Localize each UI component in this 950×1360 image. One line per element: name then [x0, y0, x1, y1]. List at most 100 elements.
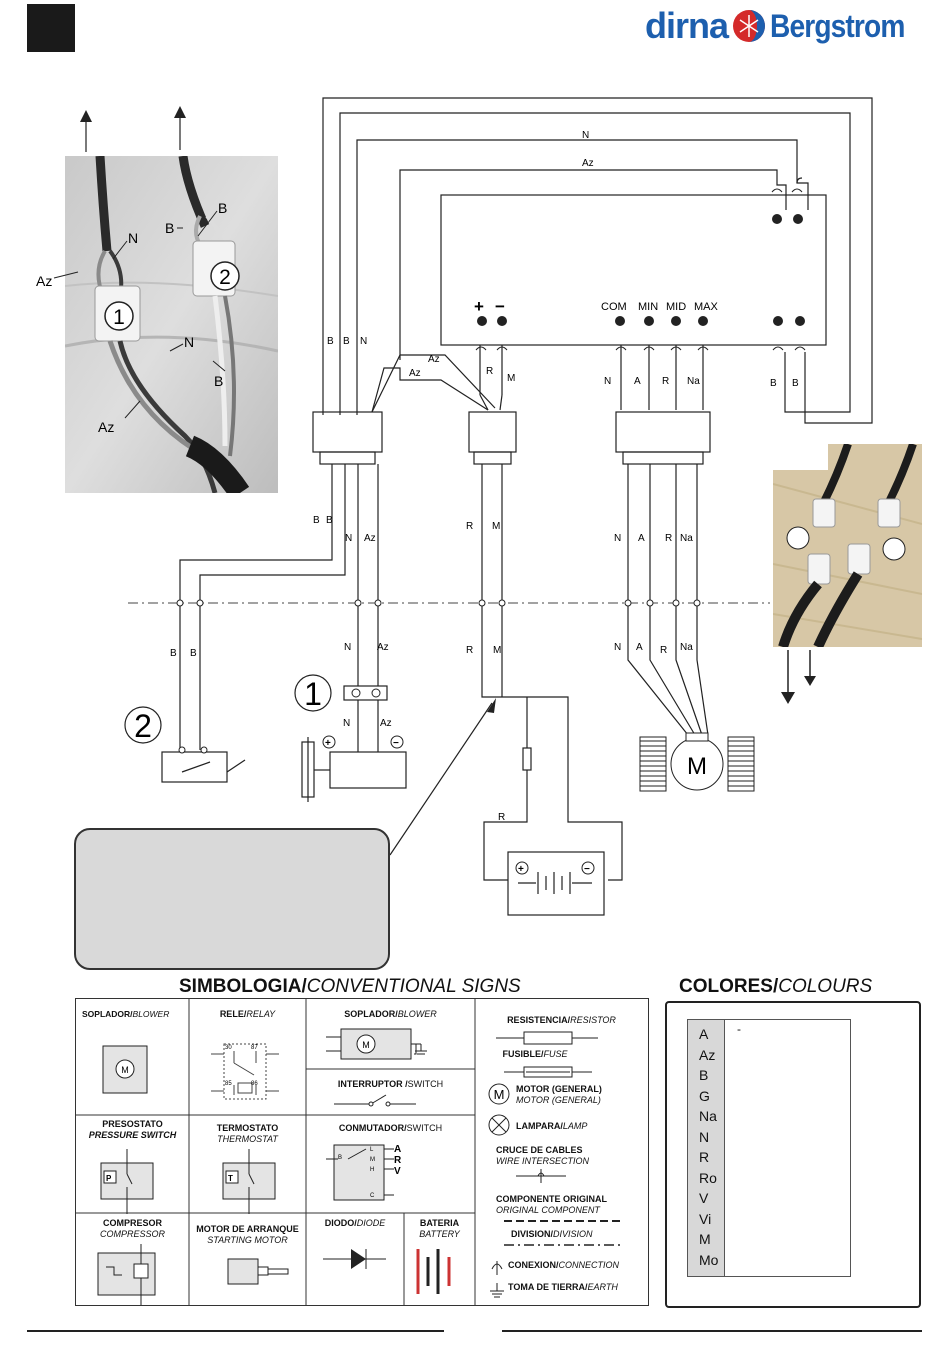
- wire-label-m1: M: [507, 373, 515, 384]
- svg-text:−: −: [393, 738, 399, 749]
- wire-label-b4: B: [792, 378, 799, 389]
- wire-label-az1: Az: [428, 354, 440, 365]
- svg-text:−: −: [584, 864, 590, 875]
- colour-code: Az: [699, 1046, 716, 1063]
- colour-code: N: [699, 1128, 710, 1145]
- corner-block: [27, 4, 75, 52]
- wire-label-n3: N: [345, 533, 352, 544]
- svg-text:C: C: [370, 1193, 375, 1199]
- photo-label-n: N: [128, 230, 138, 246]
- svg-text:R: R: [394, 1155, 402, 1166]
- label-connection: CONEXION/CONNECTION: [508, 1260, 620, 1270]
- wire-label-b7: B: [170, 648, 177, 659]
- pin-mid: MID: [666, 301, 686, 313]
- photo-number-1: 1: [113, 306, 125, 329]
- connector-photo-right: [773, 444, 922, 647]
- symbology-title: SIMBOLOGIA/CONVENTIONAL SIGNS: [179, 976, 521, 997]
- wire-label-b5: B: [313, 515, 320, 526]
- photo-label-az-lower: Az: [98, 419, 114, 435]
- svg-text:M: M: [121, 1065, 129, 1075]
- wire-label-az2: Az: [409, 368, 421, 379]
- colours-table: A Az B G Na N R Ro V Vi M Mo -: [687, 1019, 851, 1277]
- colour-codes-column: A Az B G Na N R Ro V Vi M Mo: [688, 1020, 725, 1276]
- svg-text:V: V: [394, 1166, 401, 1177]
- label-blower-2: SOPLADOR/BLOWER: [344, 1009, 437, 1019]
- colour-code: Na: [699, 1108, 717, 1124]
- wire-label-a3: A: [636, 642, 643, 653]
- svg-text:85: 85: [225, 1081, 232, 1087]
- photo-label-b-top-left: B: [165, 220, 174, 236]
- wire-label-r7: R: [498, 812, 505, 823]
- svg-text:+: +: [325, 738, 331, 749]
- snowflake-sun-icon: [733, 10, 766, 42]
- note-box: [74, 828, 390, 970]
- brand-bergstrom: Bergstrom: [770, 7, 905, 44]
- wire-label-n4: N: [614, 533, 621, 544]
- colour-code: A: [699, 1026, 709, 1042]
- svg-text:B: B: [338, 1155, 342, 1161]
- svg-text:87: 87: [251, 1045, 258, 1051]
- photo-label-b-top-right: B: [218, 200, 227, 216]
- wiring-diagram: + − COM MIN MID MAX N Az B B N Az Az R M…: [80, 97, 873, 916]
- svg-text:+: +: [518, 864, 524, 875]
- svg-text:P: P: [106, 1174, 112, 1183]
- wire-label-r5: R: [466, 645, 473, 656]
- label-commutator: CONMUTADOR/SWITCH: [338, 1123, 443, 1133]
- component-number-2: 2: [134, 708, 152, 744]
- label-diode: DIODO/DIODE: [324, 1218, 386, 1228]
- wire-label-n-top: N: [582, 130, 589, 141]
- pin-minus: −: [495, 297, 505, 316]
- wire-label-r1: R: [486, 366, 493, 377]
- colour-code: M: [699, 1231, 711, 1247]
- photo-number-2: 2: [219, 266, 231, 289]
- colours-legend: A Az B G Na N R Ro V Vi M Mo -: [665, 1001, 921, 1308]
- connector-photo-left: 1 2 N B B N B Az: [65, 156, 278, 493]
- wire-label-n6: N: [614, 642, 621, 653]
- colour-code: G: [699, 1087, 710, 1104]
- svg-text:T: T: [228, 1174, 233, 1183]
- svg-text:A: A: [394, 1144, 401, 1155]
- wire-label-az4: Az: [377, 642, 389, 653]
- wire-label-b1: B: [327, 336, 334, 347]
- pin-com: COM: [601, 301, 627, 313]
- wire-label-b6: B: [326, 515, 333, 526]
- label-motor-general: MOTOR (GENERAL)MOTOR (GENERAL): [516, 1084, 602, 1105]
- wire-label-n2: N: [604, 376, 611, 387]
- svg-text:30: 30: [225, 1045, 232, 1051]
- label-switch: INTERRUPTOR /SWITCH: [337, 1079, 444, 1089]
- brand-logo-group: dirna Bergstrom: [645, 5, 923, 46]
- colour-code: Ro: [699, 1169, 717, 1186]
- colours-title: COLORES/COLOURS: [679, 976, 873, 997]
- svg-text:H: H: [370, 1167, 374, 1173]
- label-division: DIVISION/DIVISION: [511, 1229, 593, 1239]
- colour-code: Mo: [699, 1251, 719, 1268]
- svg-text:Az: Az: [36, 273, 52, 289]
- wire-label-m2: M: [492, 521, 500, 532]
- svg-text:L: L: [370, 1147, 374, 1153]
- wire-label-n5: N: [344, 642, 351, 653]
- pin-plus: +: [474, 297, 484, 316]
- colour-name: -: [737, 1022, 741, 1036]
- svg-text:M: M: [494, 1087, 505, 1102]
- wire-label-az-top: Az: [582, 158, 594, 169]
- label-earth: TOMA DE TIERRA/EARTH: [508, 1282, 618, 1292]
- wire-label-n7: N: [343, 718, 350, 729]
- photo-label-b-lower: B: [214, 373, 223, 389]
- wire-label-r2: R: [662, 376, 669, 387]
- colour-code: R: [699, 1149, 710, 1165]
- colour-code: Vi: [699, 1210, 712, 1227]
- wire-label-b8: B: [190, 648, 197, 659]
- colour-names-column: -: [725, 1020, 850, 1276]
- footer-rule-left: [27, 1330, 444, 1332]
- svg-text:M: M: [362, 1040, 370, 1050]
- label-lamp: LAMPARA/LAMP: [516, 1121, 588, 1131]
- wire-label-az3: Az: [364, 533, 376, 544]
- colour-code: V: [699, 1190, 709, 1206]
- pin-min: MIN: [638, 301, 658, 313]
- colour-code: B: [699, 1067, 709, 1083]
- wire-label-n1: N: [360, 336, 367, 347]
